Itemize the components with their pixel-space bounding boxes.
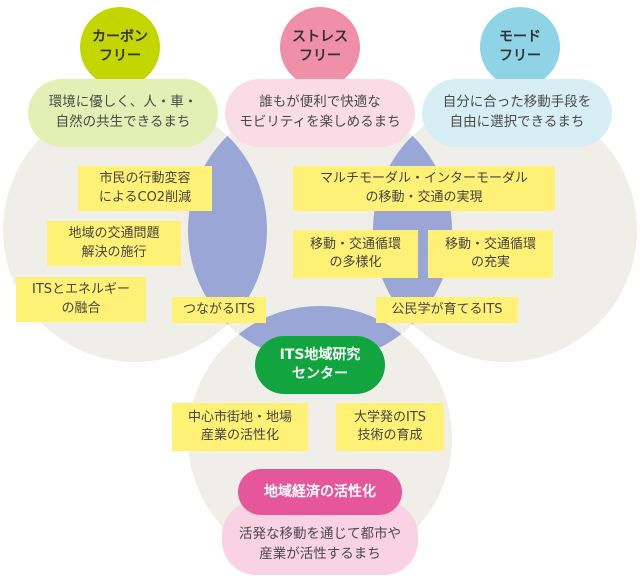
economy-head: 地域経済の活性化: [238, 469, 402, 515]
stress-free-circle: ストレス フリー: [280, 7, 360, 87]
note-public-its: 公民学が育てるITS: [376, 297, 518, 323]
note-downtown: 中心市街地・地場 産業の活性化: [172, 403, 308, 451]
note-traffic-problem: 地域の交通問題 解決の施行: [47, 221, 181, 266]
carbon-free-description: 環境に優しく、人・車・ 自然の共生できるまち: [28, 79, 218, 147]
note-enhance: 移動・交通循環 の充実: [428, 230, 553, 278]
note-connected-its: つながるITS: [172, 297, 266, 323]
mode-free-description: 自分に合った移動手段を 自由に選択できるまち: [422, 79, 612, 147]
its-research-center: ITS地域研究 センター: [255, 336, 385, 394]
carbon-free-circle: カーボン フリー: [80, 7, 160, 87]
mode-free-circle: モード フリー: [480, 7, 560, 87]
note-diversify: 移動・交通循環 の多様化: [293, 230, 418, 278]
note-its-energy: ITSとエネルギー の融合: [16, 277, 146, 322]
note-behavior-change: 市民の行動変容 によるCO2削減: [78, 166, 212, 211]
stress-free-description: 誰もが便利で快適な モビリティを楽しめるまち: [225, 79, 415, 147]
note-university: 大学発のITS 技術の育成: [336, 403, 444, 451]
note-multimodal: マルチモーダル・インターモーダル の移動・交通の実現: [293, 166, 555, 211]
